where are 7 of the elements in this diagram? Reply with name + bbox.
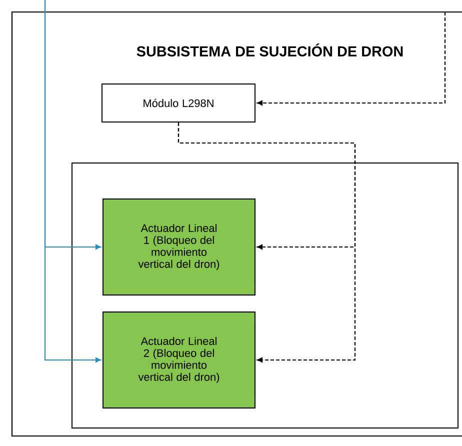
title: SUBSISTEMA DE SUJECIÓN DE DRON (136, 44, 403, 56)
arrow (44, 0, 102, 363)
module-box: Módulo L298N (102, 84, 256, 122)
arrow (178, 122, 356, 363)
arrow (256, 12, 446, 106)
actuator-box: Actuador Lineal 2 (Bloqueo del movimiento vertical del dron) (102, 312, 256, 408)
actuator-box: Actuador Lineal 1 (Bloqueo del movimiento vertical del dron) (102, 198, 256, 296)
